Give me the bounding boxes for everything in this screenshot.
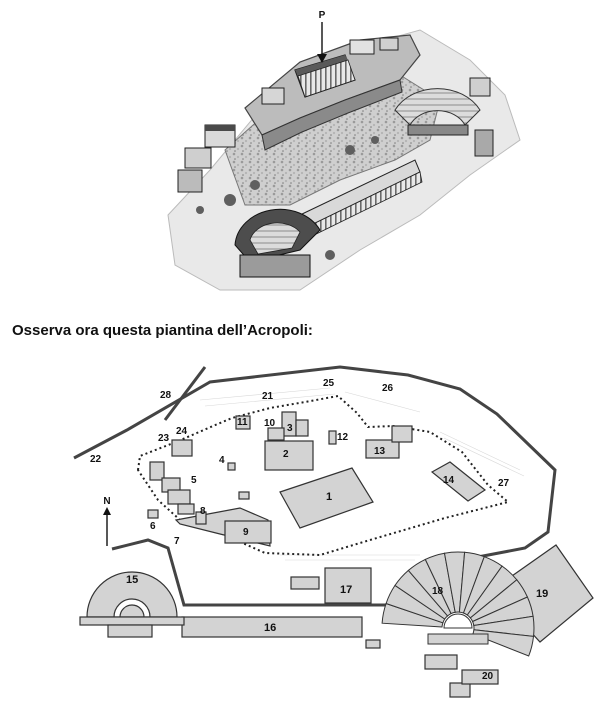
plan-lower-monuments <box>181 544 594 698</box>
trees <box>196 136 379 260</box>
label-17: 17 <box>340 584 352 596</box>
north-label: N <box>103 496 110 507</box>
building-8a <box>177 503 195 515</box>
label-27: 27 <box>498 478 510 489</box>
theatre-orchestra <box>443 613 473 629</box>
label-8: 8 <box>200 506 206 517</box>
building-6 <box>147 509 159 519</box>
building-20b <box>449 682 471 698</box>
perimeter-walls <box>73 365 557 607</box>
theatre-stage <box>427 633 489 645</box>
north-arrow: N <box>103 496 111 546</box>
acropolis-circuit-wall <box>136 394 511 557</box>
label-6: 6 <box>150 521 156 532</box>
label-23: 23 <box>158 433 170 444</box>
theatre-of-dionysus-model <box>394 88 481 136</box>
label-11: 11 <box>237 417 248 428</box>
label-20: 20 <box>482 671 494 682</box>
label-21: 21 <box>262 391 274 402</box>
plan-number-labels: 1 2 3 4 5 6 7 8 9 10 11 12 13 14 15 16 1… <box>90 378 548 682</box>
building-17 <box>324 567 372 604</box>
label-22: 22 <box>90 454 102 465</box>
building-13 <box>365 439 400 459</box>
building-23 <box>171 439 193 457</box>
label-9: 9 <box>243 527 249 538</box>
label-13: 13 <box>374 446 386 457</box>
building-15-odeon <box>79 571 185 638</box>
label-15: 15 <box>126 574 138 586</box>
building-12 <box>328 430 337 445</box>
plan-buildings <box>147 411 487 547</box>
building-1-parthenon <box>279 467 374 529</box>
illustration-arrowhead-icon <box>317 54 327 63</box>
odeon-herodes-model <box>234 208 321 278</box>
acropolis-site-plan: N 1 2 3 4 5 6 7 8 9 10 11 12 13 14 15 16… <box>73 365 594 698</box>
building-20a <box>424 654 458 670</box>
parthenon-model <box>294 54 356 98</box>
building-18-theatre <box>381 551 535 657</box>
label-18: 18 <box>432 586 444 597</box>
north-arrowhead-icon <box>103 507 111 515</box>
label-16: 16 <box>264 622 276 634</box>
wall-face <box>261 79 403 151</box>
building-14 <box>430 461 487 502</box>
building-3b <box>295 419 309 437</box>
label-28: 28 <box>160 390 172 401</box>
building-10 <box>267 427 285 441</box>
building-17b <box>290 576 320 590</box>
building-small-a <box>238 491 250 500</box>
building-5b <box>167 489 191 505</box>
building-11 <box>235 415 251 430</box>
label-14: 14 <box>443 475 455 486</box>
building-13b <box>391 425 413 443</box>
building-24 <box>149 461 165 481</box>
label-2: 2 <box>283 449 289 460</box>
east-buildings <box>349 37 494 157</box>
building-9 <box>224 520 272 544</box>
label-12: 12 <box>337 432 349 443</box>
label-26: 26 <box>382 383 394 394</box>
label-24: 24 <box>176 426 188 437</box>
label-1: 1 <box>326 491 332 503</box>
label-5: 5 <box>191 475 197 486</box>
label-3: 3 <box>287 423 293 434</box>
label-19: 19 <box>536 588 548 600</box>
acropolis-3d-illustration: P <box>167 10 521 291</box>
building-small-c <box>365 639 381 649</box>
plan-caption: Osserva ora questa piantina dell’Acropol… <box>12 322 313 339</box>
building-16-stoa <box>181 616 363 638</box>
building-small-b <box>195 511 207 525</box>
propylaea-model <box>177 87 285 193</box>
label-7: 7 <box>174 536 180 547</box>
label-25: 25 <box>323 378 335 389</box>
building-2 <box>264 440 314 471</box>
label-10: 10 <box>264 418 276 429</box>
illustration-marker-label: P <box>319 10 326 21</box>
building-4 <box>227 462 236 471</box>
building-20c <box>461 669 499 685</box>
label-4: 4 <box>219 455 225 466</box>
